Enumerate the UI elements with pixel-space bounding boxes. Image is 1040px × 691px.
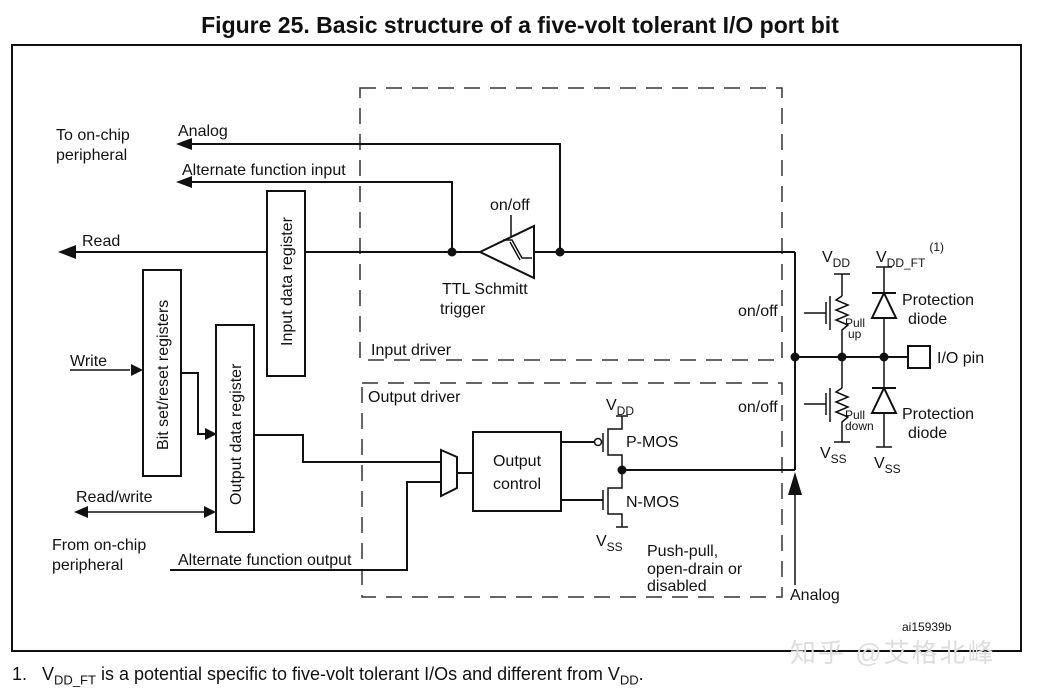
bit-set-reset-register [142,269,182,477]
pull-down-resistor [804,357,850,443]
io-pin [907,345,931,369]
schmitt-trigger [447,215,795,280]
watermark: 知乎 @艾格北峰 [790,638,996,668]
arrow-right-icon [205,428,217,440]
io-pin-label: I/O pin [937,350,984,367]
nmos-transistor [561,470,628,528]
mode-label-2: open-drain or [647,561,743,578]
footnote-number: 1. [12,664,28,684]
pmos-label: P-MOS [626,434,678,451]
output-data-register-label: Output data register [228,363,245,505]
output-control-block [472,431,562,512]
arrow-right-icon [204,506,216,518]
protection-bottom-vss-label: VSS [874,455,901,476]
figure-ref-code: ai15939b [902,620,952,634]
from-onchip-label-2: peripheral [52,557,123,574]
nmos-vss-label: VSS [596,533,623,554]
pull-down-onoff-label: on/off [738,399,778,416]
input-data-register-label: Input data register [279,216,296,346]
pulldown-vss-label: VSS [820,445,847,466]
input-driver-box [359,87,783,361]
analog-input-line [176,138,561,252]
pull-up-resistor [804,273,850,357]
protection-top-label-1: Protection [902,292,974,309]
vdd-ft-label: VDD_FT(1) [876,240,944,270]
analog-top-label: Analog [178,123,228,140]
pull-up-label-1: Pull [845,316,865,330]
pull-up-label-2: up [848,327,862,341]
alt-func-output-line [170,481,441,571]
pmos-transistor [561,415,628,470]
pmos-vdd-label: VDD [606,397,634,418]
from-onchip-label-1: From on-chip [52,537,146,554]
output-driver-label: Output driver [368,389,461,406]
pull-down-label-2: down [845,419,874,433]
arrow-left-icon [176,176,192,188]
odr-to-mux-line [254,434,441,463]
to-onchip-label-1: To on-chip [56,127,130,144]
footnote-sub-dd: DD [619,672,639,688]
output-data-register [215,324,255,533]
analog-bottom-label: Analog [790,587,840,604]
pullup-vdd-label: VDD [822,249,850,270]
alternate-function-input-line [176,176,453,252]
protection-top-label-2: diode [908,311,947,328]
arrow-up-icon [788,472,802,495]
read-label: Read [82,233,120,250]
to-onchip-label-2: peripheral [56,147,127,164]
footnote-sub-ddft: DD_FT [54,672,96,688]
output-driver-box [361,382,783,598]
footnote-v: V [42,664,55,684]
analog-output-line [788,472,802,585]
footnote-end: . [638,664,644,684]
read-write-line [74,506,216,518]
protection-bottom-label-1: Protection [902,406,974,423]
multiplexer [440,448,458,498]
figure-title: Figure 25. Basic structure of a five-vol… [201,12,839,38]
schmitt-onoff-label: on/off [490,197,530,214]
output-node [617,465,627,475]
alt-func-input-label: Alternate function input [182,162,346,179]
pull-up-onoff-label: on/off [738,303,778,320]
nmos-label: N-MOS [626,494,679,511]
protection-diode-bottom [870,357,898,448]
footnote-text: is a potential specific to five-volt tol… [95,664,620,684]
write-line [70,364,143,376]
read-write-label: Read/write [76,489,153,506]
arrow-left-icon [58,245,76,259]
protection-bottom-label-2: diode [908,425,947,442]
arrow-right-icon [131,364,143,376]
figure-frame [11,44,1022,652]
output-control-label-1: Output [493,453,542,470]
protection-diode-top [870,266,898,357]
mode-label-1: Push-pull, [647,543,718,560]
input-data-register [266,190,306,377]
mode-label-3: disabled [647,578,707,595]
bsrr-to-odr-line [181,372,217,440]
schmitt-label-1: TTL Schmitt [442,281,528,298]
write-label: Write [70,353,107,370]
input-driver-label: Input driver [371,342,452,359]
footnote: 1. VDD_FT is a potential specific to fiv… [12,664,644,688]
arrow-left-icon [176,138,192,150]
node-dot [790,352,800,362]
alt-func-output-label: Alternate function output [178,552,352,569]
output-control-label-2: control [493,476,541,493]
schmitt-label-2: trigger [440,301,486,318]
pull-down-label-1: Pull [845,408,865,422]
arrow-left-icon [74,506,88,518]
bit-set-reset-label: Bit set/reset registers [155,300,172,450]
